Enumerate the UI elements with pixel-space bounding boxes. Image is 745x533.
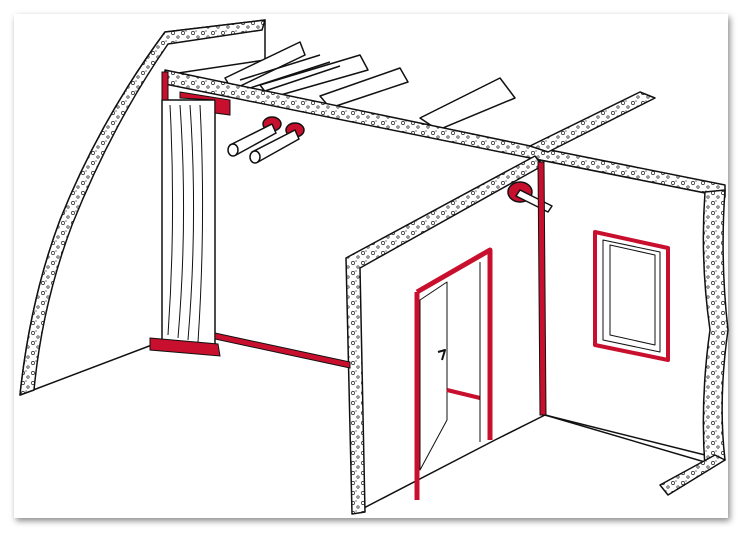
door-frame <box>414 247 493 500</box>
floor-concrete-edge <box>659 454 726 496</box>
partition-concrete-edge <box>345 155 543 515</box>
ceiling-slab <box>164 69 726 198</box>
cross-slab <box>529 91 656 153</box>
ceiling-joint-seal <box>161 71 169 101</box>
wall-penetration-pipes <box>227 116 553 213</box>
pipe-bundle-base-seal <box>149 337 221 357</box>
window <box>593 230 670 362</box>
floor-wall-joint-seal <box>214 332 351 369</box>
door-handle-icon <box>437 349 446 361</box>
wall-corner-joint-seal <box>537 161 547 416</box>
fire-seals <box>149 71 547 416</box>
door-leaf <box>419 281 448 471</box>
pipe-bundle-top-collar <box>179 91 231 116</box>
left-wall-concrete-edge <box>19 19 266 396</box>
